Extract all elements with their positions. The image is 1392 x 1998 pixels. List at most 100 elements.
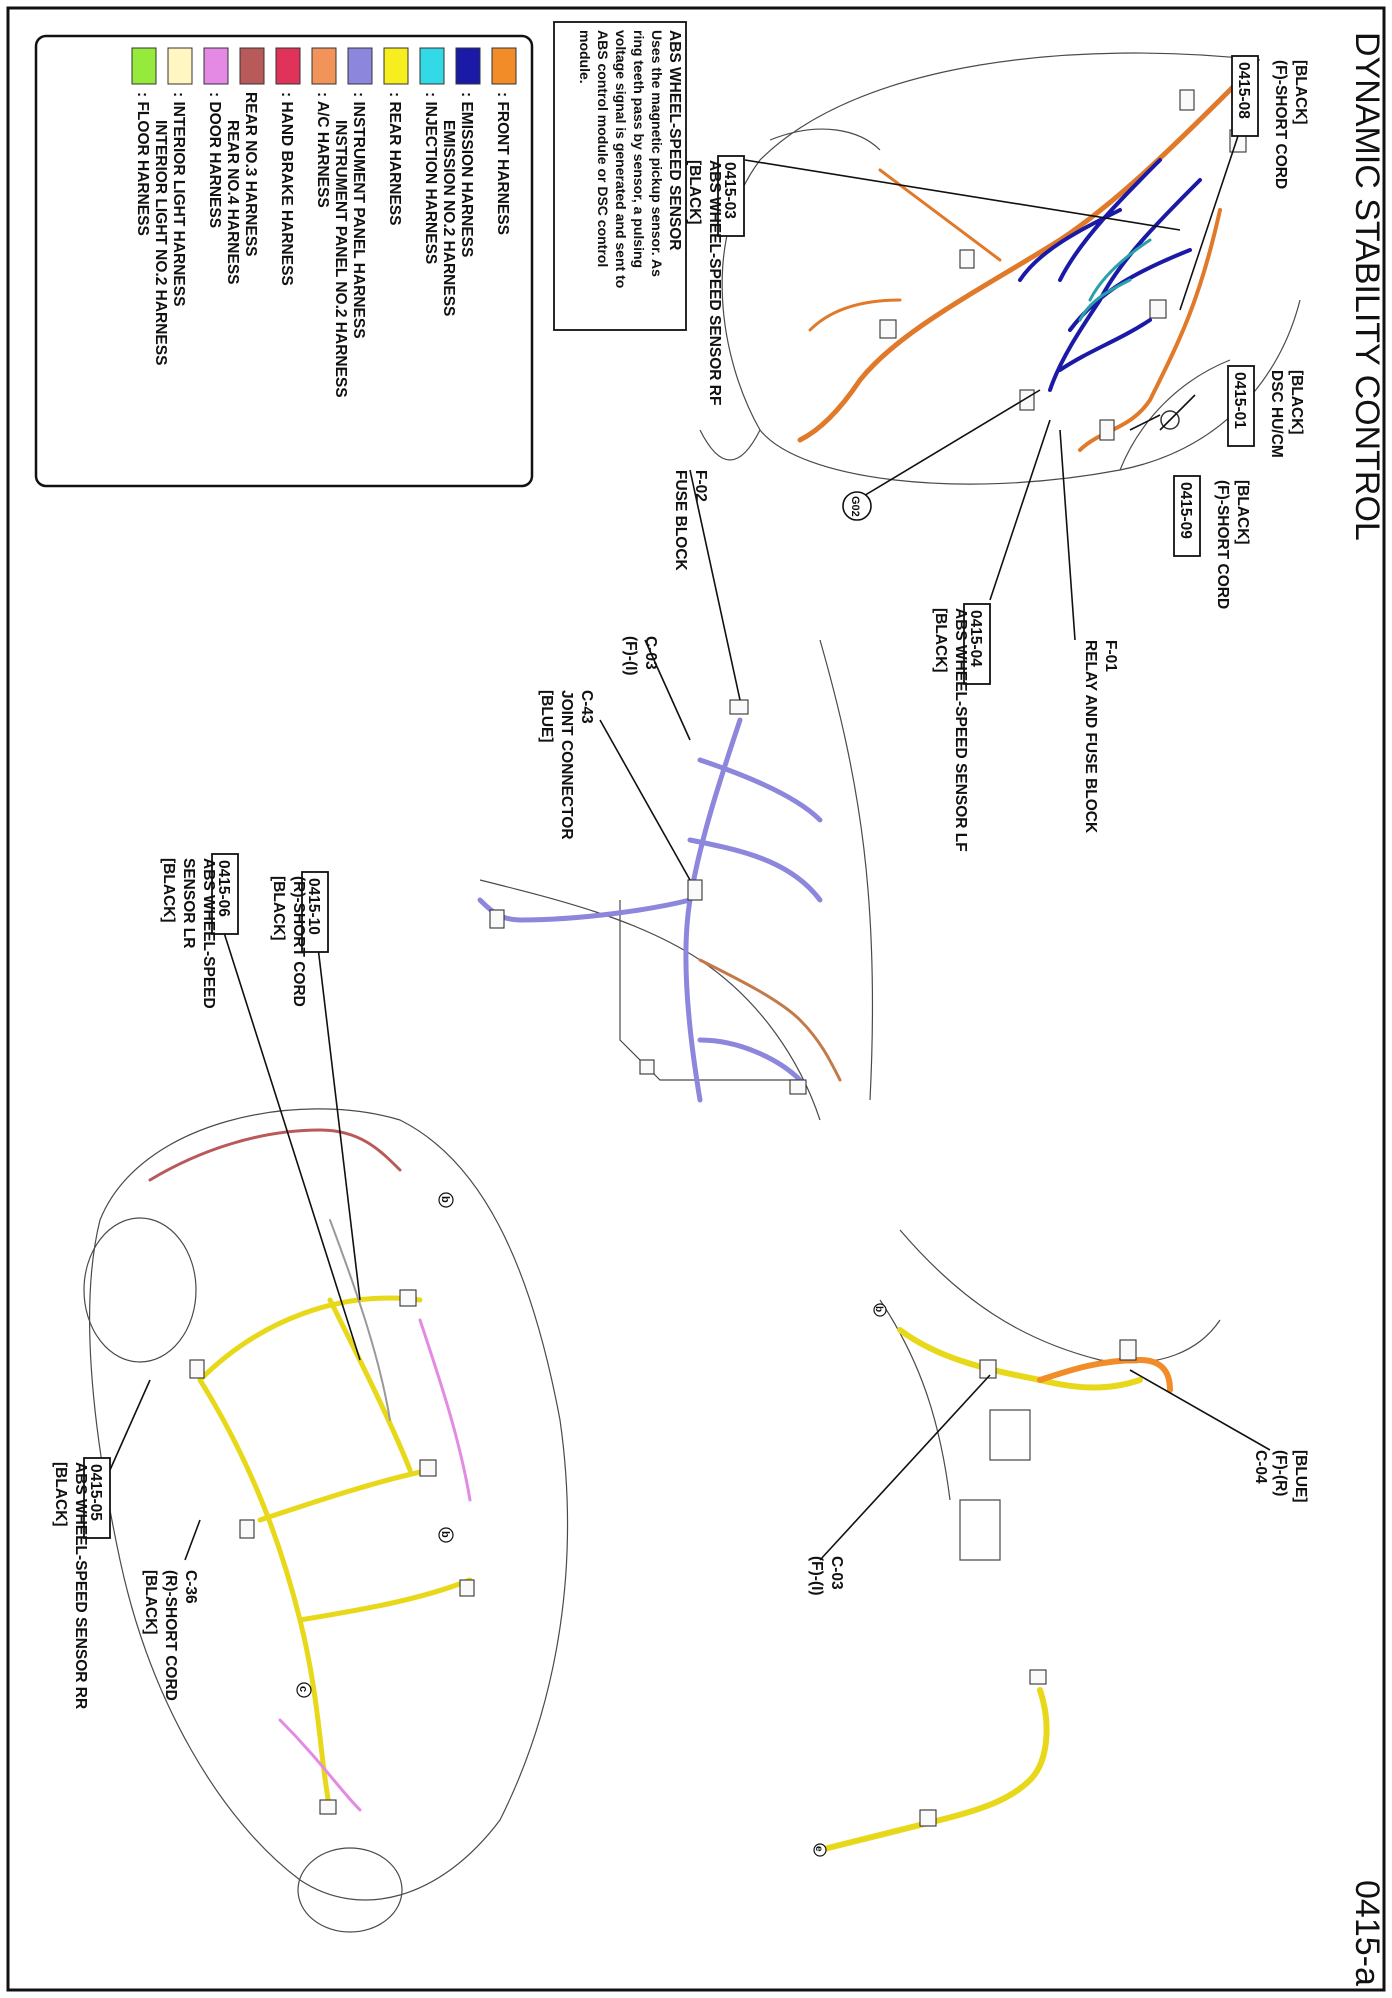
engine-bay-view — [699, 52, 1301, 485]
injection-harness — [1078, 238, 1152, 322]
legend-label-extra: EMISSION NO.2 HARNESS — [440, 120, 457, 316]
description-frame — [553, 21, 687, 331]
connector-code-box — [963, 603, 991, 685]
c04-connector — [1119, 1339, 1137, 1361]
callout-text-line: C-43 — [578, 690, 595, 724]
callout-text-line: C-03 — [828, 1556, 845, 1590]
cabin-connector-3 — [419, 1459, 437, 1477]
front-harness-branch — [1078, 208, 1222, 452]
legend-swatch — [347, 47, 373, 85]
legend-label-extra: INTERIOR LIGHT NO.2 HARNESS — [152, 120, 169, 365]
engine-connector-5 — [959, 249, 975, 269]
connector-code: 0415-05 — [87, 1464, 104, 1521]
cabin-connector-2 — [399, 1289, 417, 1307]
floor-connector-2 — [919, 1809, 937, 1827]
legend-rows: : FRONT HARNESS: EMISSION HARNESSEMISSIO… — [131, 47, 517, 398]
callout-text-line: [BLACK] — [686, 160, 703, 225]
connector-code: 0415-01 — [1231, 372, 1248, 429]
cabin-connector-1 — [239, 1519, 255, 1539]
rear-wheel-left — [297, 1847, 403, 1933]
callout-text-line: [BLACK] — [1288, 370, 1305, 435]
floor-connector-1 — [1029, 1669, 1047, 1685]
marker-c: c — [297, 1686, 309, 1692]
leader-0415-01 — [1159, 394, 1196, 431]
leader-0415-08 — [1179, 129, 1241, 311]
panel-connector-5 — [639, 1059, 655, 1075]
marker-c-circle — [296, 1682, 312, 1698]
callout-text-line: RELAY AND FUSE BLOCK — [1082, 640, 1099, 834]
callout-text-line: (R)-SHORT CORD — [290, 876, 307, 1007]
callout-text-line: [BLUE] — [538, 690, 555, 743]
marker-e-circle — [813, 1843, 827, 1857]
legend-swatch — [419, 47, 445, 85]
connector-code-box — [211, 853, 239, 935]
rear-detail-view — [817, 1229, 1221, 1853]
legend-label: : INJECTION HARNESS — [422, 92, 439, 264]
leader-c43 — [599, 719, 691, 881]
callout-text-line: [BLACK] — [52, 1462, 69, 1527]
engine-connector-6 — [879, 319, 897, 339]
legend-swatch — [491, 47, 517, 85]
rear-detail-brackets — [959, 1409, 1031, 1561]
description-line: Uses the magnetic pickup sensor. As — [649, 30, 665, 277]
cabin-floor-view — [83, 1108, 569, 1933]
callout-text-line: (F)-(I) — [808, 1556, 825, 1596]
g02-label: G02 — [849, 496, 861, 517]
page-border — [6, 6, 1386, 1992]
marker-b3-circle — [873, 1303, 887, 1317]
panel-connector-1 — [729, 699, 749, 715]
rear-detail-outline — [879, 1229, 1221, 1501]
connector-code-box — [83, 1457, 111, 1539]
callout-text-line: [BLACK] — [160, 858, 177, 923]
description-lines: Uses the magnetic pickup sensor. Asring … — [577, 30, 665, 288]
callout-text-line: [BLACK] — [1292, 60, 1309, 125]
leader-0415-06 — [219, 919, 361, 1361]
leader-c36 — [184, 1519, 201, 1561]
front-harness-main — [797, 77, 1243, 443]
front-harness-small — [808, 168, 1002, 332]
rear-harness — [197, 1295, 473, 1813]
callout-text-line: FUSE BLOCK — [672, 470, 689, 572]
connector-code-box — [717, 155, 745, 237]
connector-code: 0415-09 — [1177, 482, 1194, 539]
g02-circle — [842, 491, 872, 521]
cabin-connector-6 — [319, 1799, 337, 1815]
callout-text-line: JOINT CONNECTOR — [558, 690, 575, 840]
callout-text-line: [BLACK] — [932, 608, 949, 673]
leader-f02 — [689, 469, 741, 701]
engine-connector-1 — [1179, 89, 1195, 111]
leader-c04 — [1129, 1369, 1271, 1451]
callout-text-line: DSC HU/CM — [1268, 370, 1285, 458]
connector-code-box — [1173, 475, 1201, 557]
callout-text-line: [BLUE] — [1292, 1450, 1309, 1503]
callout-text-line: [BLACK] — [270, 876, 287, 941]
rear-no3-harness — [148, 1128, 402, 1182]
connector-code: 0415-06 — [215, 860, 232, 917]
g02-ground-symbol: G02 — [842, 491, 872, 521]
connector-code: 0415-08 — [1235, 62, 1252, 119]
rear-detail-yellow-harness — [897, 1327, 1143, 1391]
legend-swatch — [275, 47, 301, 85]
rear-wheel-right — [83, 1217, 197, 1363]
legend-swatch — [239, 47, 265, 85]
description-line: ring teeth pass by sensor, a pulsing — [631, 30, 647, 268]
connector-code-box — [1227, 365, 1255, 447]
callout-text-line: (F)-(I) — [622, 636, 639, 676]
marker-e: e — [813, 1846, 824, 1852]
cabin-connector-5 — [189, 1359, 205, 1379]
callout-text-line: C-36 — [182, 1570, 199, 1604]
legend-swatch — [131, 47, 157, 85]
interior-light-harness — [329, 1219, 391, 1421]
ground-point — [1160, 410, 1180, 430]
page-title: DYNAMIC STABILITY CONTROL — [1348, 32, 1386, 541]
legend-swatch — [383, 47, 409, 85]
callout-text-line: SENSOR LR — [180, 858, 197, 948]
harness-color-legend: : FRONT HARNESS: EMISSION HARNESSEMISSIO… — [34, 34, 534, 488]
panel-connector-2 — [687, 879, 703, 901]
